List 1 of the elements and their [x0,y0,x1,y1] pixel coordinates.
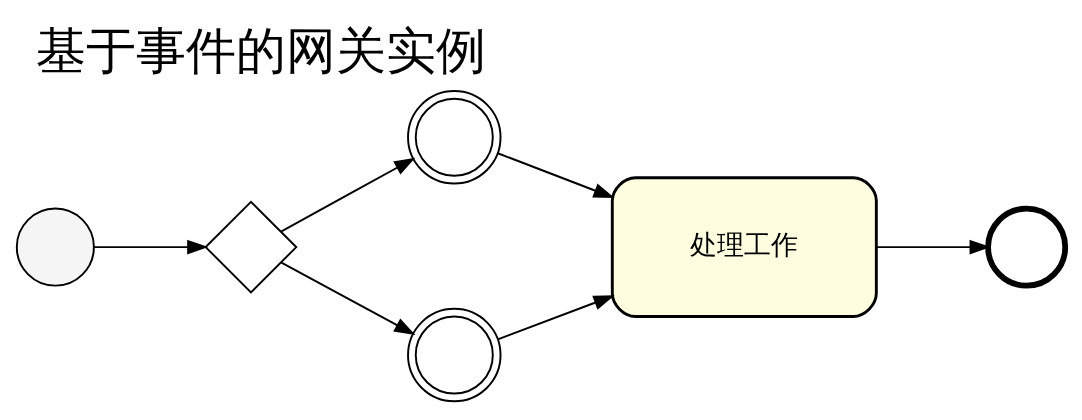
diagram-title: 基于事件的网关实例 [35,20,486,79]
